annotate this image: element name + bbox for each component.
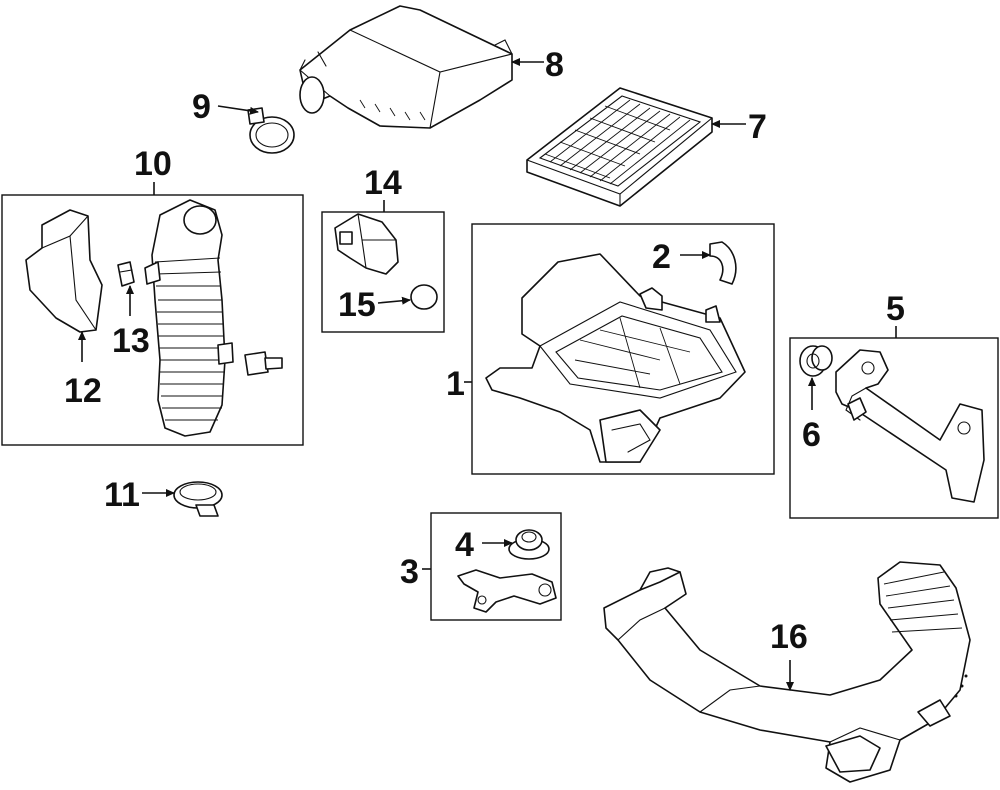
part-11-hose-clamp[interactable] xyxy=(173,481,223,517)
part-2-hose[interactable] xyxy=(709,241,737,285)
part-8-air-cleaner-cover[interactable] xyxy=(299,5,513,129)
part-5-support-bracket[interactable] xyxy=(835,349,985,503)
leader-15 xyxy=(377,296,411,305)
callout-8: 8 xyxy=(545,46,564,84)
leader-9 xyxy=(217,105,259,115)
callout-10: 10 xyxy=(134,145,172,183)
callout-2: 2 xyxy=(652,238,671,276)
callout-1: 1 xyxy=(446,365,465,403)
part-1-air-cleaner-case[interactable] xyxy=(485,253,746,463)
group-box-10 xyxy=(1,194,304,446)
group-box-1 xyxy=(471,223,775,475)
part-14-maf-sensor[interactable] xyxy=(334,213,399,275)
part-12-resonator-shield[interactable] xyxy=(25,209,103,333)
callout-13: 13 xyxy=(112,322,150,360)
callout-5: 5 xyxy=(886,290,905,328)
callout-3: 3 xyxy=(400,553,419,591)
part-9-hose-clamp[interactable] xyxy=(247,107,295,154)
group-box-14 xyxy=(321,211,445,333)
callout-11: 11 xyxy=(104,476,140,514)
part-3-bracket[interactable] xyxy=(457,569,557,613)
part-13-connector[interactable] xyxy=(117,261,135,287)
part-16-air-inlet-duct[interactable] xyxy=(603,561,971,783)
part-10-intake-hose[interactable] xyxy=(144,199,234,437)
group-box-5 xyxy=(789,337,999,519)
part-10-fitting[interactable] xyxy=(244,351,283,376)
callout-4: 4 xyxy=(455,526,474,564)
callout-14: 14 xyxy=(364,164,402,202)
part-15-o-ring[interactable] xyxy=(410,284,438,310)
callout-12: 12 xyxy=(64,372,102,410)
part-4-grommet[interactable] xyxy=(508,529,550,560)
callout-15: 15 xyxy=(338,286,376,324)
group-box-3 xyxy=(430,512,562,621)
callout-16: 16 xyxy=(770,618,808,656)
callout-6: 6 xyxy=(802,416,821,454)
part-6-insulator[interactable] xyxy=(799,345,833,377)
part-7-air-filter[interactable] xyxy=(526,87,713,207)
callout-7: 7 xyxy=(748,108,767,146)
callout-9: 9 xyxy=(192,88,211,126)
